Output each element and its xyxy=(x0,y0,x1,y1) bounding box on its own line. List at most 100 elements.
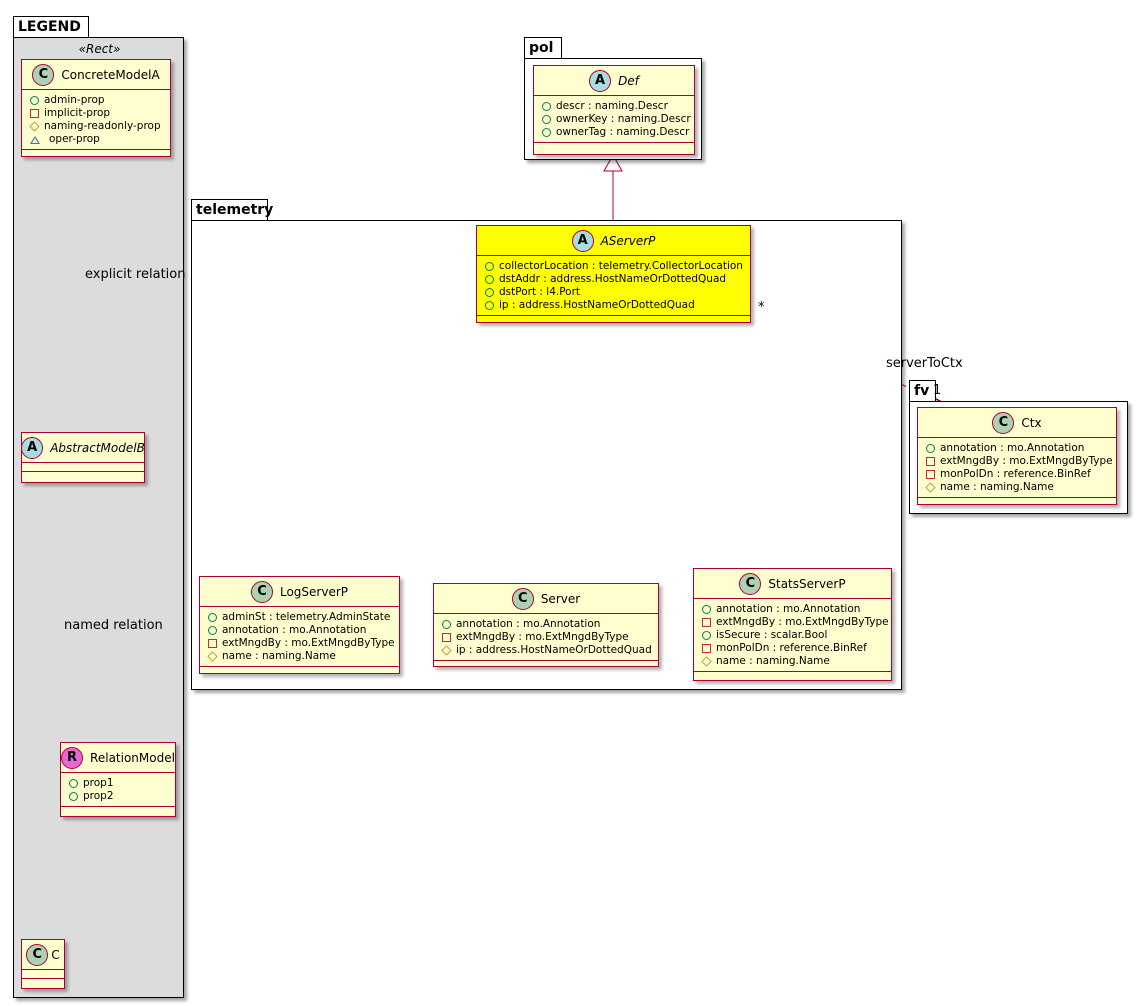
class-header: C StatsServerP xyxy=(694,569,891,599)
class-statsserverp[interactable]: C StatsServerP annotation : mo.Annotatio… xyxy=(693,568,892,681)
class-server[interactable]: C Server annotation : mo.Annotation extM… xyxy=(433,583,659,667)
attribute-row: annotation : mo.Annotation xyxy=(208,624,393,637)
class-name: Server xyxy=(540,591,581,606)
attribute-row: monPolDn : reference.BinRef xyxy=(702,642,885,655)
attribute-row: isSecure : scalar.Bool xyxy=(702,629,885,642)
public-visibility-icon xyxy=(69,779,78,788)
class-attributes: descr : naming.Descr ownerKey : naming.D… xyxy=(534,96,694,143)
class-name: C xyxy=(51,947,60,962)
fv-package-name: fv xyxy=(914,383,930,399)
class-badge-icon: C xyxy=(511,587,534,610)
public-visibility-icon xyxy=(485,301,494,310)
attribute-row: ip : address.HostNameOrDottedQuad xyxy=(441,644,652,657)
attribute-text: monPolDn : reference.BinRef xyxy=(940,468,1091,480)
class-c[interactable]: C C xyxy=(21,939,65,989)
class-name: Def xyxy=(618,73,639,88)
class-aserverp[interactable]: A AServerP collectorLocation : telemetry… xyxy=(476,225,751,323)
attribute-row: prop2 xyxy=(69,790,169,803)
private-visibility-icon xyxy=(702,644,711,653)
class-name: ConcreteModelA xyxy=(61,67,160,82)
attribute-text: name : naming.Name xyxy=(716,655,830,667)
attribute-row: extMngdBy : mo.ExtMngdByType xyxy=(442,631,652,644)
relation-badge-icon: R xyxy=(61,746,84,769)
class-attributes xyxy=(22,463,144,472)
attribute-row: admin-prop xyxy=(30,94,164,107)
class-logserverp[interactable]: C LogServerP adminSt : telemetry.AdminSt… xyxy=(199,576,400,674)
protected-visibility-icon xyxy=(29,121,40,132)
class-def[interactable]: A Def descr : naming.Descr ownerKey : na… xyxy=(533,65,695,155)
attribute-text: descr : naming.Descr xyxy=(556,100,668,112)
public-visibility-icon xyxy=(485,288,494,297)
attribute-row: implicit-prop xyxy=(30,107,164,120)
class-name: LogServerP xyxy=(279,584,349,599)
class-badge-icon: C xyxy=(992,411,1015,434)
protected-visibility-icon xyxy=(701,656,712,667)
class-badge-icon: C xyxy=(32,63,55,86)
public-visibility-icon xyxy=(442,620,451,629)
legend-stereotype: «Rect» xyxy=(78,42,121,56)
attribute-text: name : naming.Name xyxy=(222,650,336,662)
public-visibility-icon xyxy=(30,96,39,105)
attribute-row: prop1 xyxy=(69,777,169,790)
class-name: Ctx xyxy=(1021,415,1042,430)
class-header: C Server xyxy=(434,584,658,614)
attribute-row: extMngdBy : mo.ExtMngdByType xyxy=(702,616,889,629)
arrowhead-def xyxy=(603,153,623,172)
class-concrete-model-a[interactable]: C ConcreteModelA admin-prop implicit-pro… xyxy=(21,59,171,157)
class-attributes: annotation : mo.Annotation extMngdBy : m… xyxy=(434,614,658,661)
attribute-text: adminSt : telemetry.AdminState xyxy=(222,611,391,623)
attribute-text: extMngdBy : mo.ExtMngdByType xyxy=(456,631,629,643)
attribute-row: monPolDn : reference.BinRef xyxy=(926,468,1110,481)
class-name: RelationModel xyxy=(90,750,175,765)
protected-visibility-icon xyxy=(441,645,452,656)
public-visibility-icon xyxy=(208,626,217,635)
protected-visibility-icon xyxy=(207,651,218,662)
private-visibility-icon xyxy=(208,639,217,648)
attribute-row: extMngdBy : mo.ExtMngdByType xyxy=(926,455,1113,468)
class-attributes: annotation : mo.Annotation extMngdBy : m… xyxy=(918,438,1116,498)
class-attributes: adminSt : telemetry.AdminState annotatio… xyxy=(200,607,399,667)
class-attributes: annotation : mo.Annotation extMngdBy : m… xyxy=(694,599,891,672)
class-name: StatsServerP xyxy=(768,576,846,591)
class-relation-model[interactable]: R RelationModel prop1 prop2 xyxy=(60,742,176,817)
abstract-badge-icon: A xyxy=(589,69,612,92)
private-visibility-icon xyxy=(702,618,711,627)
package-visibility-icon xyxy=(30,135,40,144)
attribute-row: dstAddr : address.HostNameOrDottedQuad xyxy=(485,273,744,286)
attribute-text: ownerKey : naming.Descr xyxy=(556,113,691,125)
class-abstract-model-b[interactable]: A AbstractModelB xyxy=(21,432,145,483)
class-name: AServerP xyxy=(600,233,656,248)
class-header: A Def xyxy=(534,66,694,96)
attribute-row: name : naming.Name xyxy=(701,655,885,668)
attribute-row: adminSt : telemetry.AdminState xyxy=(208,611,393,624)
explicit-relation-label: explicit relation xyxy=(85,267,186,282)
class-ctx[interactable]: C Ctx annotation : mo.Annotation extMngd… xyxy=(917,407,1117,505)
attribute-text: collectorLocation : telemetry.CollectorL… xyxy=(499,260,743,272)
attribute-text: implicit-prop xyxy=(44,107,111,119)
pol-package-name: pol xyxy=(529,40,554,56)
attribute-text: monPolDn : reference.BinRef xyxy=(716,642,867,654)
public-visibility-icon xyxy=(542,115,551,124)
attribute-text: dstPort : l4.Port xyxy=(499,286,581,298)
attribute-text: ownerTag : naming.Descr xyxy=(556,126,690,138)
attribute-row: extMngdBy : mo.ExtMngdByType xyxy=(208,637,395,650)
class-header: A AbstractModelB xyxy=(21,433,145,463)
attribute-row: annotation : mo.Annotation xyxy=(702,603,885,616)
class-header: A AServerP xyxy=(477,226,750,256)
abstract-badge-icon: A xyxy=(571,229,594,252)
attribute-row: ownerTag : naming.Descr xyxy=(542,126,690,139)
class-badge-icon: C xyxy=(250,580,273,603)
class-badge-icon: C xyxy=(739,572,762,595)
attribute-text: isSecure : scalar.Bool xyxy=(716,629,828,641)
attribute-text: prop2 xyxy=(83,790,114,802)
attribute-row: annotation : mo.Annotation xyxy=(442,618,652,631)
public-visibility-icon xyxy=(485,262,494,271)
attribute-text: annotation : mo.Annotation xyxy=(716,603,861,615)
attribute-text: annotation : mo.Annotation xyxy=(222,624,367,636)
pol-package-tab: pol xyxy=(524,37,562,58)
attribute-row: collectorLocation : telemetry.CollectorL… xyxy=(485,260,744,273)
attribute-text: ip : address.HostNameOrDottedQuad xyxy=(456,644,652,656)
relation-name-label: serverToCtx xyxy=(886,356,963,371)
attribute-row: oper-prop xyxy=(30,133,164,146)
class-header: C C xyxy=(22,940,64,970)
